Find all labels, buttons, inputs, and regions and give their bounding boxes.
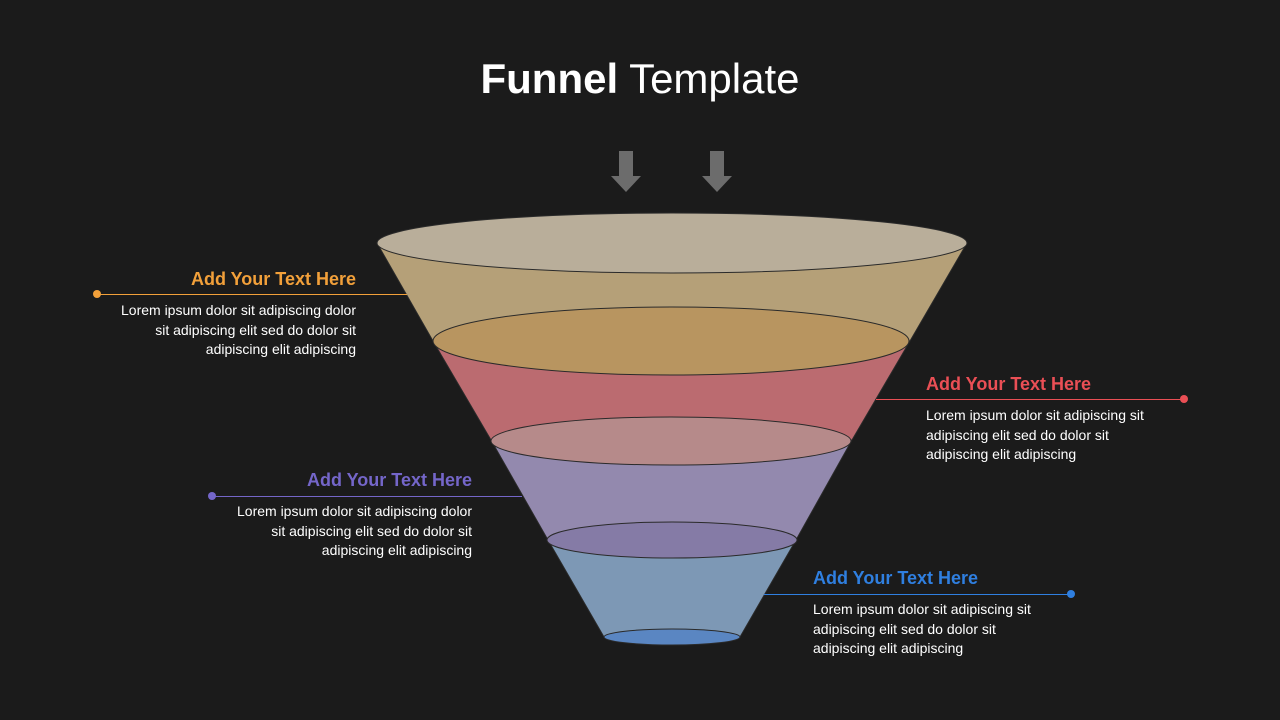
- funnel-stage-2-top: [432, 306, 910, 376]
- callout-2-dot: [1180, 395, 1188, 403]
- callout-3-heading: Add Your Text Here: [306, 470, 472, 490]
- callout-2-line: [876, 399, 1184, 400]
- funnel-stage-1-top: [376, 212, 968, 274]
- title-bold: Funnel: [480, 55, 619, 102]
- callout-3-line: [212, 496, 522, 497]
- funnel-stage-3-top: [490, 416, 852, 466]
- down-arrow-icon: [702, 151, 732, 192]
- callout-1-line: [97, 294, 407, 295]
- callout-3-body: Lorem ipsum dolor sit adipiscing dolor s…: [237, 503, 472, 558]
- funnel-stage-4-top: [546, 521, 798, 559]
- funnel-bottom: [603, 628, 741, 646]
- callout-1-heading: Add Your Text Here: [190, 269, 356, 289]
- callout-4-dot: [1067, 590, 1075, 598]
- callout-4-body: Lorem ipsum dolor sit adipiscing sit adi…: [813, 601, 1031, 656]
- callout-1-body: Lorem ipsum dolor sit adipiscing dolor s…: [121, 302, 356, 357]
- callout-4-heading: Add Your Text Here: [813, 568, 979, 588]
- page-title: Funnel Template: [0, 52, 1280, 106]
- callout-2-heading: Add Your Text Here: [926, 374, 1092, 394]
- callout-2-body: Lorem ipsum dolor sit adipiscing sit adi…: [926, 407, 1144, 462]
- down-arrow-icon: [611, 151, 641, 192]
- callout-4-line: [764, 594, 1071, 595]
- title-light: Template: [629, 55, 800, 102]
